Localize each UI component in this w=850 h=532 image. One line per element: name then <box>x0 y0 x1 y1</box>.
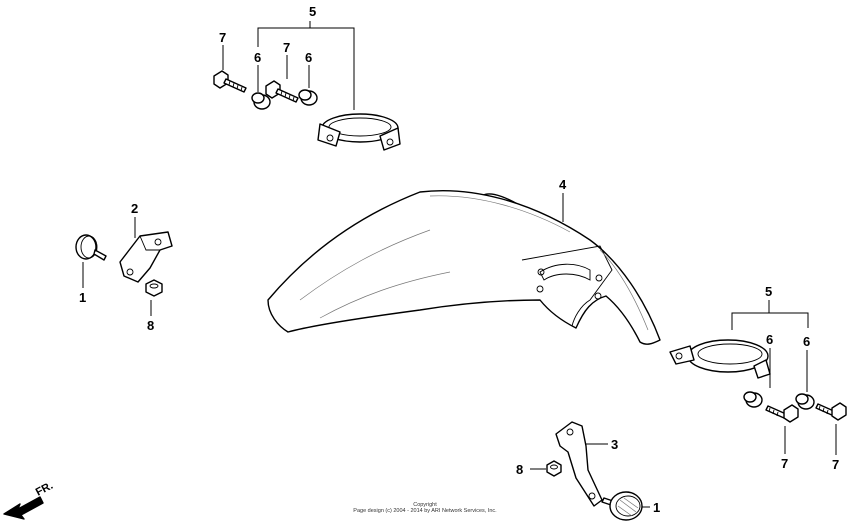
nut-8-bottom <box>546 460 562 477</box>
reflector-1-left <box>75 234 107 261</box>
bolt-7-right-b <box>815 402 847 421</box>
callout-6-top-left: 6 <box>254 50 261 65</box>
callout-5-top: 5 <box>309 4 316 19</box>
front-fender-4: 4 <box>267 177 661 345</box>
bracket-2 <box>119 231 173 283</box>
copyright-notice: Copyright Page design (c) 2004 - 2014 by… <box>0 502 850 514</box>
callout-4: 4 <box>559 177 567 192</box>
copyright-line-1: Copyright <box>413 502 437 508</box>
callout-7-right-a: 7 <box>781 456 788 471</box>
callout-1-left: 1 <box>79 290 86 305</box>
nut-8-left <box>145 279 163 297</box>
callout-7-right-b: 7 <box>832 457 839 472</box>
grommet-6-top-left <box>251 92 271 110</box>
grommet-6-top-right <box>298 89 318 106</box>
leader-5-top <box>257 27 355 110</box>
fr-label: FR. <box>34 480 55 499</box>
callout-8-left: 8 <box>147 318 154 333</box>
leader-5-right <box>731 312 809 330</box>
bolt-7-top-left <box>213 70 247 93</box>
left-bracket-group: 2 1 8 <box>75 201 173 333</box>
clamp-5-right <box>669 339 771 379</box>
callout-7-top-left: 7 <box>219 30 226 45</box>
callout-6-top-right: 6 <box>305 50 312 65</box>
callout-6-right-a: 6 <box>766 332 773 347</box>
bottom-bracket-group: 3 8 1 <box>516 421 660 521</box>
callout-7-top-mid: 7 <box>283 40 290 55</box>
bolt-7-right-a <box>765 404 799 423</box>
right-clamp-group: 5 6 6 7 7 <box>669 284 847 472</box>
grommet-6-right-a <box>743 391 763 408</box>
copyright-line-2: Page design (c) 2004 - 2014 by ARI Netwo… <box>353 508 497 514</box>
callout-8-bottom: 8 <box>516 462 523 477</box>
callout-5-right: 5 <box>765 284 772 299</box>
bolt-7-top-mid <box>265 80 299 103</box>
top-clamp-group: 5 7 6 7 6 <box>213 4 401 151</box>
callout-2: 2 <box>131 201 138 216</box>
clamp-5-top <box>317 113 401 151</box>
bracket-3 <box>555 421 603 507</box>
callout-6-right-b: 6 <box>803 334 810 349</box>
arrow-icon <box>3 496 44 520</box>
callout-1-bottom: 1 <box>653 500 660 515</box>
grommet-6-right-b <box>795 393 815 410</box>
callout-3: 3 <box>611 437 618 452</box>
reflector-1-bottom <box>601 491 643 521</box>
